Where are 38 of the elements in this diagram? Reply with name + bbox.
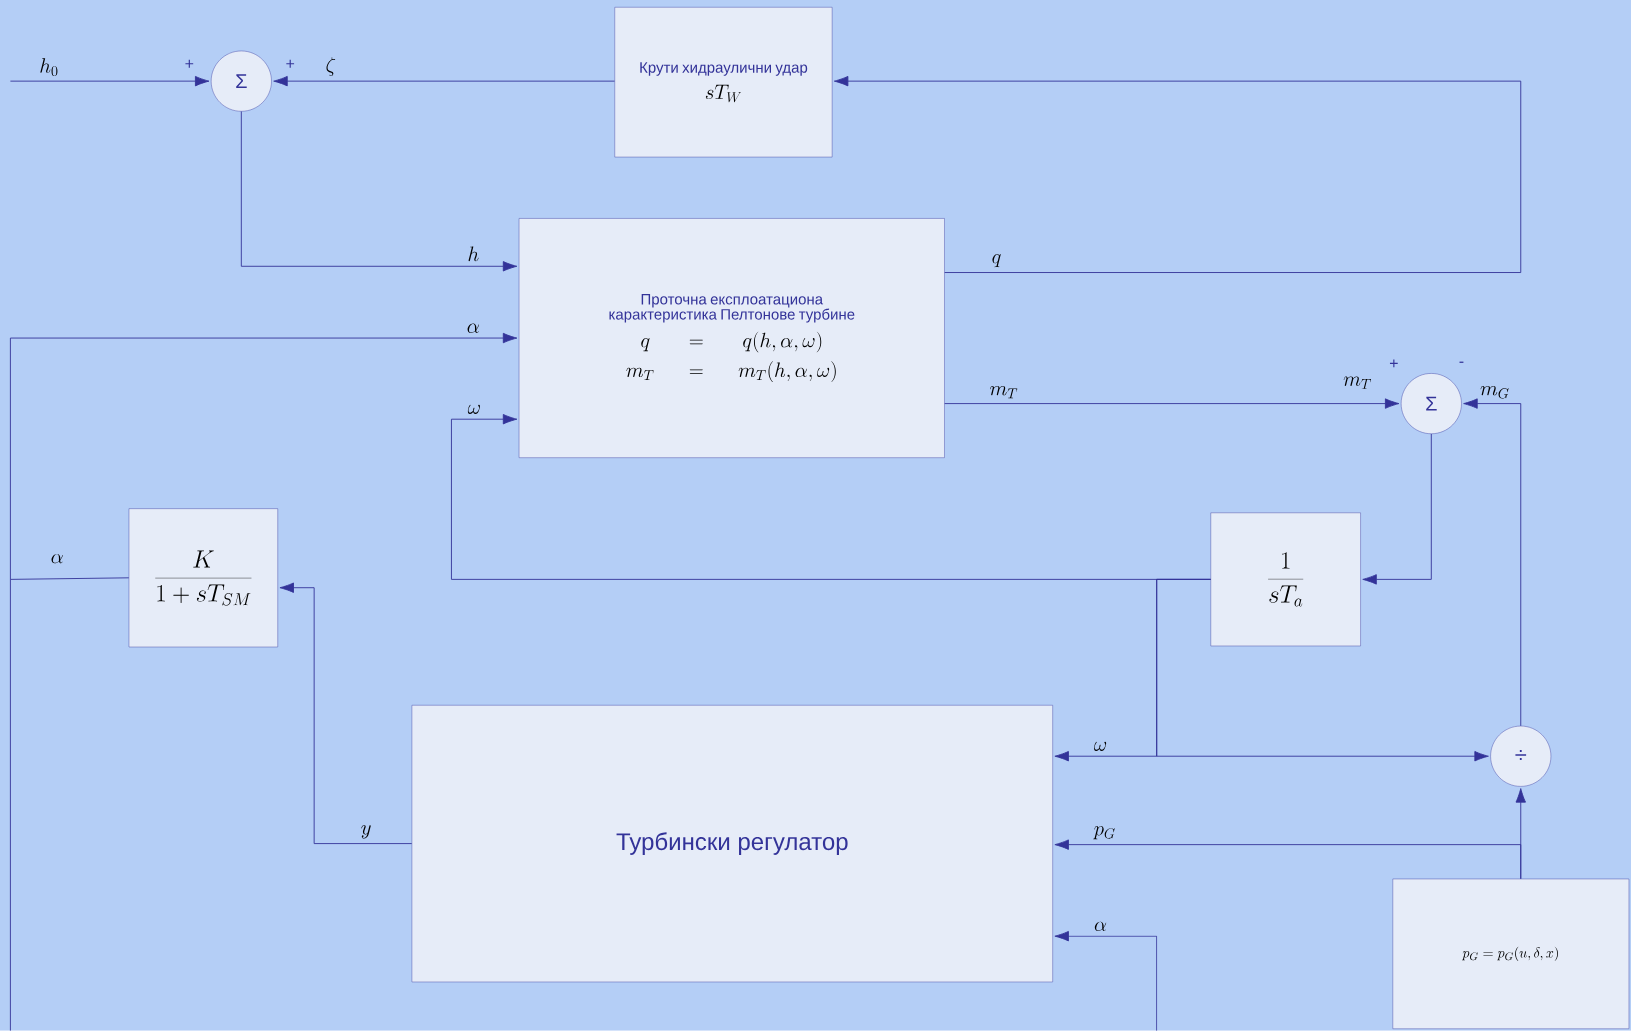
arrow xyxy=(833,76,1522,274)
edge-label: $\omega$ xyxy=(1094,741,1107,752)
edge-label: $y$ xyxy=(361,825,371,839)
sign-label: - xyxy=(1459,361,1464,363)
transfer-function-box: $\frac{1}{sT_a}$ xyxy=(1210,512,1361,647)
edge-label: $m_G$ xyxy=(1480,386,1509,399)
edge-label: $\alpha$ xyxy=(467,323,479,333)
edge-label: $\omega$ xyxy=(467,404,480,415)
edge-label: $p_G$ xyxy=(1093,826,1115,840)
arrow xyxy=(240,111,518,272)
sign-label: + xyxy=(185,59,194,68)
arrow xyxy=(279,582,413,845)
process-box: Крути хидраулични удар $sT_W$ xyxy=(614,7,833,158)
process-box: $p_G = p_G(u,\delta,x)$ xyxy=(1392,878,1630,1030)
controller-box: Турбински регулатор xyxy=(411,705,1053,983)
edge-label: $h$ xyxy=(468,246,479,262)
transfer-function-box: $\frac{K}{1+sT_{SM}}$ xyxy=(128,508,278,648)
process-box: Проточна експлоатациона карактеристика Пелтонове турбине $q = q(h,\alpha,\omega)$ $m_T = m_T(h,\alpha,\omega)$ xyxy=(518,218,945,458)
arrow xyxy=(9,76,210,87)
summing-junction: Σ xyxy=(1400,373,1462,435)
arrow xyxy=(944,398,1400,409)
arrow xyxy=(9,332,518,1031)
edge-label: $\zeta$ xyxy=(326,57,336,77)
arrow xyxy=(1156,579,1489,762)
edge-label: $\alpha$ xyxy=(1094,921,1107,932)
summing-junction: Σ xyxy=(210,50,272,112)
arrow xyxy=(1054,931,1158,1031)
signal-label: $\alpha$ xyxy=(51,554,63,564)
signal-label: $m_T$ xyxy=(1343,376,1371,389)
arrow xyxy=(1463,398,1522,727)
arrow xyxy=(1515,788,1526,880)
edge-label: $h_0$ xyxy=(40,58,58,77)
arrow xyxy=(273,76,615,87)
arrow xyxy=(1362,433,1432,585)
edge-label: $m_T$ xyxy=(990,386,1018,399)
sign-label: + xyxy=(1389,359,1398,368)
sign-label: + xyxy=(286,59,295,68)
edge-label: $q$ xyxy=(992,254,1001,268)
